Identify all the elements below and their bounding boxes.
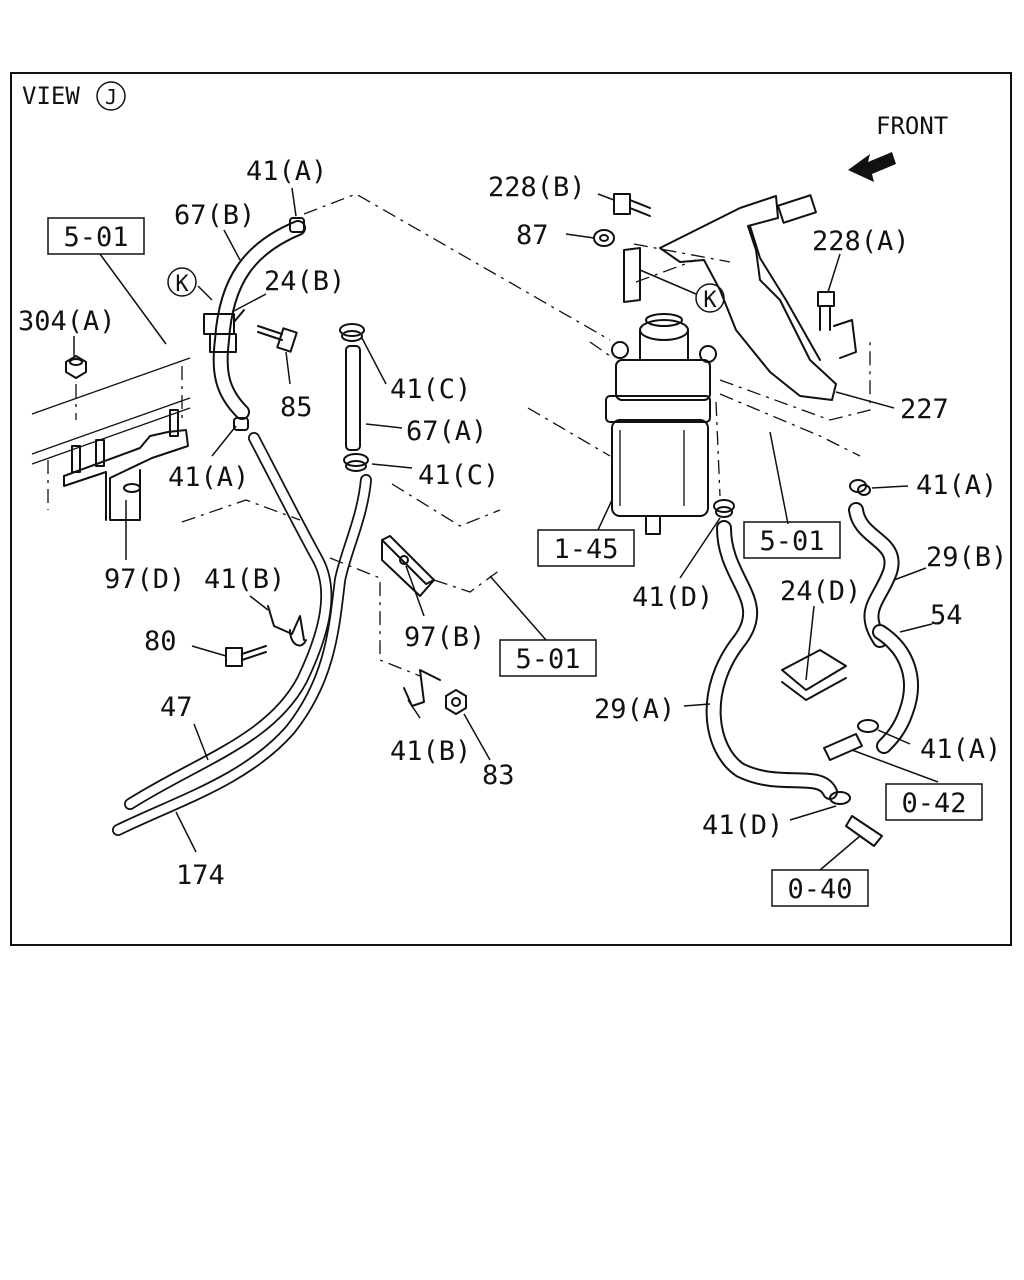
callout-29a: 29(A) — [594, 694, 675, 725]
callout-87: 87 — [516, 220, 549, 251]
view-letter-circle — [96, 81, 126, 111]
callout-24b: 24(B) — [264, 266, 345, 297]
callout-k-left: K — [175, 272, 189, 297]
callout-24d: 24(D) — [780, 576, 861, 607]
callout-labels: 41(A) 67(B) 5-01 K 24(B) 304(A) 85 41(A)… — [18, 156, 1007, 907]
callout-29b: 29(B) — [926, 542, 1007, 573]
box-5-01-left — [47, 217, 145, 255]
callout-227: 227 — [900, 394, 949, 425]
callout-41c-top: 41(C) — [390, 374, 471, 405]
bolt-80 — [225, 645, 267, 667]
hose-67b — [212, 220, 306, 420]
callout-228b: 228(B) — [488, 172, 586, 203]
callout-97b: 97(B) — [404, 622, 485, 653]
plate-near-87 — [623, 247, 641, 303]
frame-rail-left — [31, 357, 191, 510]
box-5-01-center — [499, 639, 597, 677]
diagram-frame — [10, 72, 1012, 946]
callout-83: 83 — [482, 760, 515, 791]
nut-83 — [445, 689, 467, 715]
clip-41b-left — [267, 605, 307, 647]
view-letter: J — [105, 85, 117, 109]
washer-87 — [593, 229, 615, 247]
callout-0-40: 0-40 — [787, 874, 852, 905]
leader-lines — [73, 187, 939, 871]
front-indicator: FRONT — [848, 112, 948, 182]
callout-41a-mid: 41(A) — [168, 462, 249, 493]
clamp-41a-mid — [233, 417, 249, 431]
callout-41d-low: 41(D) — [702, 810, 783, 841]
pipe-0-42 — [823, 733, 863, 761]
circle-k-right — [695, 283, 725, 313]
callout-41a-top: 41(A) — [246, 156, 327, 187]
callout-0-42: 0-42 — [901, 788, 966, 819]
callout-228a: 228(A) — [812, 226, 910, 257]
clamp-41c-top — [339, 323, 365, 342]
clamp-41a-top — [289, 217, 305, 233]
callout-67b: 67(B) — [174, 200, 255, 231]
reference-lines — [181, 193, 861, 677]
circle-k-left — [167, 267, 197, 297]
clamp-41c-bot — [343, 453, 369, 472]
callout-41a-right: 41(A) — [916, 470, 997, 501]
hose-67a — [345, 345, 361, 451]
box-0-40 — [771, 869, 869, 907]
callout-41b-left: 41(B) — [204, 564, 285, 595]
bolt-85 — [257, 325, 298, 353]
callout-41c-bot: 41(C) — [418, 460, 499, 491]
callout-k-right: K — [703, 288, 717, 313]
callout-1-45: 1-45 — [553, 534, 618, 565]
clamp-41d-low — [829, 791, 851, 805]
view-label: VIEW — [22, 82, 80, 110]
callout-5-01-left: 5-01 — [63, 222, 128, 253]
hose-54 — [872, 624, 919, 754]
bolt-228b — [613, 193, 651, 217]
callout-304a: 304(A) — [18, 306, 116, 337]
callout-41b-right: 41(B) — [390, 736, 471, 767]
callout-80: 80 — [144, 626, 177, 657]
clip-24b — [203, 309, 245, 353]
clamp-41a-low — [857, 719, 879, 733]
hose-29a — [705, 520, 838, 800]
fuel-filter-1-45 — [605, 313, 717, 535]
front-arrow-icon — [848, 152, 896, 182]
callout-67a: 67(A) — [406, 416, 487, 447]
callout-54: 54 — [930, 600, 963, 631]
view-heading: VIEW J — [22, 81, 126, 111]
bolt-228a — [817, 291, 835, 331]
box-1-45 — [537, 529, 635, 567]
callout-97d: 97(D) — [104, 564, 185, 595]
pipe-0-40 — [845, 815, 883, 847]
callout-5-01-center: 5-01 — [515, 644, 580, 675]
box-5-01-right — [743, 521, 841, 559]
clamp-41d-top — [713, 499, 735, 518]
pipe-174 — [112, 474, 372, 836]
callout-174: 174 — [176, 860, 225, 891]
callout-47: 47 — [160, 692, 193, 723]
box-0-42 — [885, 783, 983, 821]
clip-24d — [781, 649, 847, 701]
callout-41d-top: 41(D) — [632, 582, 713, 613]
bracket-227 — [659, 194, 871, 421]
bracket-97d — [63, 409, 189, 521]
clamp-41a-right — [849, 479, 871, 496]
nut-304a — [65, 355, 87, 379]
hose-29b — [848, 502, 900, 648]
bracket-97b — [381, 535, 435, 597]
pipe-47 — [124, 432, 333, 810]
front-label: FRONT — [876, 112, 948, 140]
callout-85: 85 — [280, 392, 313, 423]
callout-41a-low: 41(A) — [920, 734, 1001, 765]
callout-5-01-right: 5-01 — [759, 526, 824, 557]
clip-41b-right — [403, 669, 441, 707]
